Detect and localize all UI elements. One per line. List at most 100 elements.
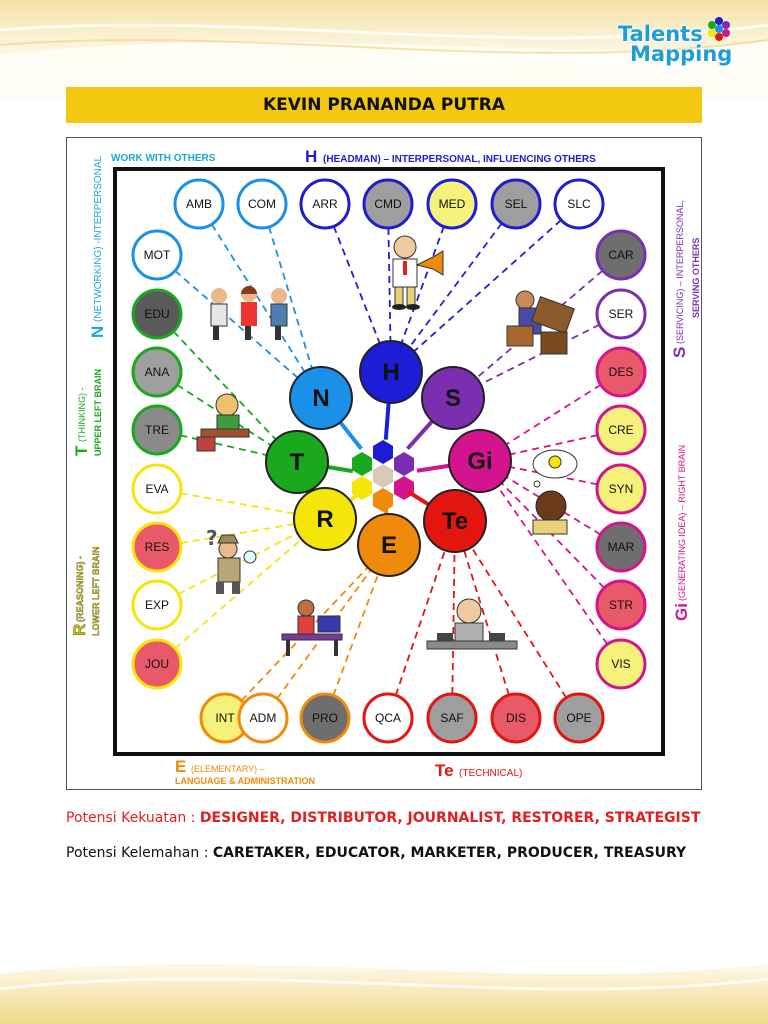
connector-line [454,520,580,719]
n-letter-label: N [88,326,107,338]
s-description-line2: SERVING OTHERS [691,238,701,318]
talent-circle-shape [362,692,414,744]
talent-circle-slc: SLC [553,178,605,230]
talent-circle-tre: TRE [131,404,183,456]
talent-circle-shape [595,521,647,573]
detective-reasoning-illustration: ? [206,526,257,594]
domain-circle-t: T [265,430,329,494]
talent-circle-amb: AMB [173,178,225,230]
talent-circle-shape [362,178,414,230]
talent-circle-shape [595,229,647,281]
office-worker-illustration [281,599,343,656]
talent-circle-shape [131,346,183,398]
talent-code-label: EVA [145,482,168,496]
talent-circle-shape [553,178,605,230]
connector-line [156,518,326,548]
talent-code-label: SAF [440,711,463,725]
connector-line [156,254,322,399]
diagram-inner-border [113,167,665,756]
connector-line [198,203,322,399]
domain-circle-r: R [293,487,357,551]
work-with-others-label: WORK WITH OTHERS [111,153,216,164]
talent-circle-saf: SAF [426,692,478,744]
domain-circle-te: Te [423,489,487,553]
talent-circle-shape [237,692,289,744]
talent-circle-pro: PRO [299,692,351,744]
connector-line [454,520,517,719]
talent-circle-med: MED [426,178,478,230]
r-description-line1: (REASONING) - [75,556,85,622]
talent-circle-sel: SEL [490,178,542,230]
e-letter-label: E [175,757,186,776]
h-letter-label: H [305,147,317,166]
talent-circle-vis: VIS [595,638,647,690]
talent-circle-mot: MOT [131,229,183,281]
domain-circle-shape [421,366,485,430]
domain-letter: H [382,359,399,386]
connector-line [390,203,517,373]
talent-circle-ser: SER [595,288,647,340]
talents-mapping-diagram: ? [66,137,702,790]
talent-circle-shape [131,638,183,690]
talent-code-label: SEL [505,197,528,211]
te-letter-label: Te [435,761,454,780]
talent-circle-shape [595,638,647,690]
headman-megaphone-illustration [392,235,444,310]
domain-letter: R [316,506,333,533]
connector-line [156,518,326,665]
talent-circle-edu: EDU [131,288,183,340]
talent-circle-shape [131,404,183,456]
domain-circle-shape [293,487,357,551]
t-description-line2: UPPER LEFT BRAIN [93,369,103,456]
talent-circle-shape [595,579,647,631]
connector-line [324,544,390,719]
idea-man-illustration [532,449,578,535]
e-description-line1: (ELEMENTARY) – [191,764,265,774]
domain-circle-shape [448,429,512,493]
te-description-label: (TECHNICAL) [459,768,522,779]
talent-circle-shape [131,463,183,515]
talent-circle-ope: OPE [553,692,605,744]
talent-circle-shape [131,579,183,631]
logo-text-line2: Mapping [630,42,733,66]
talent-circle-car: CAR [595,229,647,281]
talent-code-label: QCA [375,711,401,725]
talent-circle-jou: JOU [131,638,183,690]
connector-line [387,203,392,373]
talent-circle-shape [173,178,225,230]
talent-circle-des: DES [595,346,647,398]
talent-circle-shape [131,521,183,573]
talent-circle-shape [131,288,183,340]
s-description-line1: (SERVICING) – INTERPERSONAL, [675,200,685,344]
connector-line [390,203,580,373]
talent-circle-shape [426,692,478,744]
domain-letter: Te [442,508,468,535]
t-description-line1: (THINKING) - [77,388,87,443]
domain-letter: T [290,449,305,476]
talent-code-label: OPE [566,711,591,725]
domain-circle-shape [289,366,353,430]
domain-circle-e: E [357,513,421,577]
talent-circle-dis: DIS [490,692,542,744]
talent-circle-mar: MAR [595,521,647,573]
talent-circle-cre: CRE [595,404,647,456]
connector-line [156,488,326,520]
talent-circle-shape [595,288,647,340]
title-bar: KEVIN PRANANDA PUTRA [66,87,702,123]
talents-mapping-logo: Talents Mapping [616,14,746,74]
t-letter-label: T [72,445,91,456]
s-letter-label: S [670,347,689,358]
talent-circle-shape [595,463,647,515]
talent-code-label: CRE [608,423,633,437]
domain-circle-h: H [359,340,423,404]
talent-code-label: EDU [144,307,169,321]
domain-circle-s: S [421,366,485,430]
talent-circle-qca: QCA [362,692,414,744]
talent-code-label: MAR [608,540,635,554]
talent-circle-exp: EXP [131,579,183,631]
talent-circle-cmd: CMD [362,178,414,230]
talent-circle-com: COM [236,178,288,230]
team-people-illustration [210,286,288,340]
domain-circle-shape [357,513,421,577]
